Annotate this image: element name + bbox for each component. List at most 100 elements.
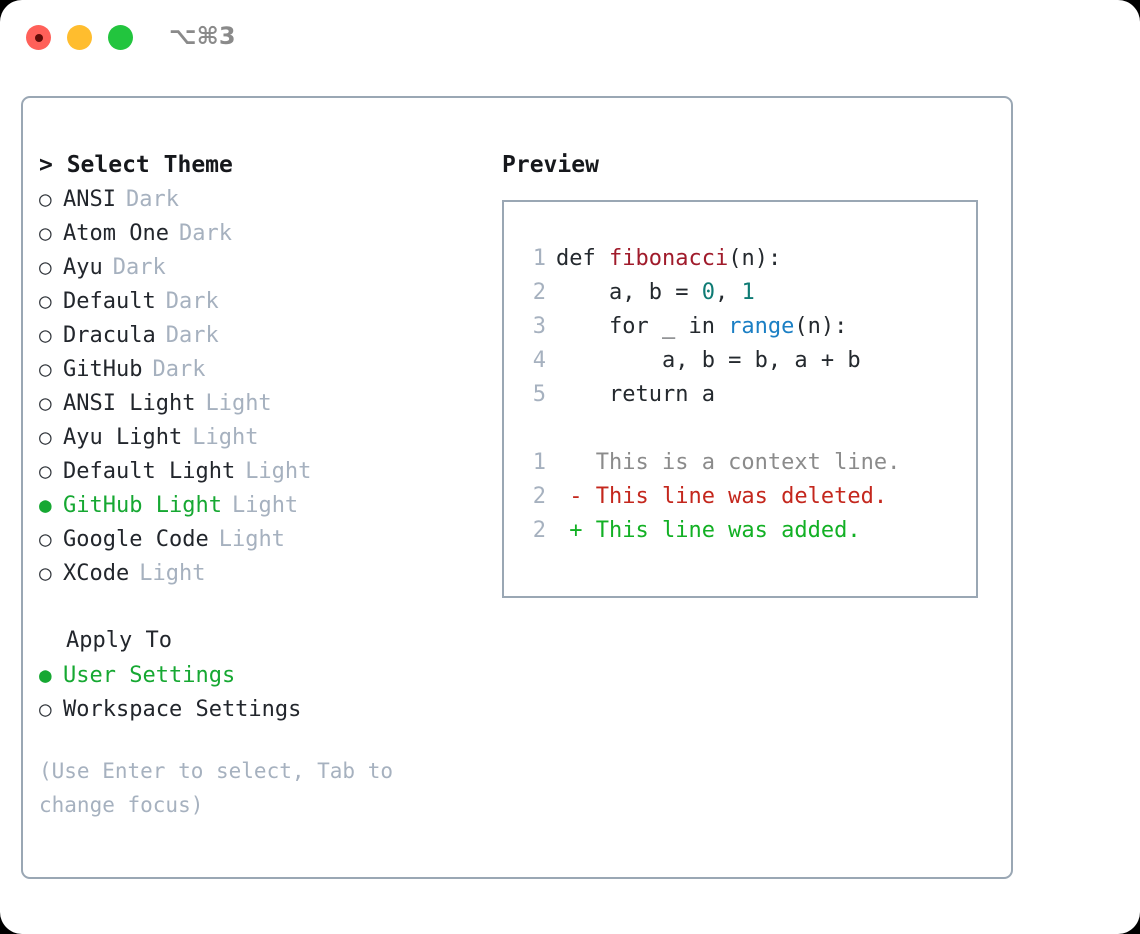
code-token: a, b = b, a + b [556,348,861,373]
radio-unselected-icon[interactable]: ○ [39,289,52,313]
code-line: 2 - This line was deleted. [518,480,900,514]
code-line-text: a, b = b, a + b [556,344,861,378]
theme-option-variant: Light [139,561,206,586]
theme-option-variant: Dark [125,187,179,212]
code-line: 2 a, b = 0, 1 [518,276,900,310]
section-spacer [39,590,499,624]
code-token: - This line was deleted. [556,484,888,509]
theme-option-name: ANSI Light [63,391,196,416]
theme-option-name: Default [63,289,156,314]
code-line: 2 + This line was added. [518,514,900,548]
code-line: 5 return a [518,378,900,412]
radio-unselected-icon[interactable]: ○ [39,527,52,551]
theme-option-variant: Dark [152,357,206,382]
code-line-text: return a [556,378,715,412]
theme-option-name: GitHub [63,357,143,382]
line-number: 5 [532,382,546,407]
keyboard-shortcut-label: ⌥⌘3 [169,22,236,50]
theme-option-variant: Dark [165,323,219,348]
code-line: 4 a, b = b, a + b [518,344,900,378]
close-button[interactable] [26,25,51,50]
theme-option-name: Google Code [63,527,209,552]
window-titlebar: ⌥⌘3 [0,0,1140,78]
code-line: 1 This is a context line. [518,446,901,480]
code-line-text: a, b = 0, 1 [556,276,755,310]
code-token: def [556,246,609,271]
code-line-text [556,412,569,446]
code-token: + This line was added. [556,518,861,543]
code-token: 1 [741,280,755,305]
line-number: 3 [532,314,546,339]
theme-option[interactable]: ● GitHub Light Light [39,488,499,522]
radio-unselected-icon[interactable]: ○ [39,561,52,585]
apply-to-option[interactable]: ●User Settings [39,658,499,692]
theme-option-name: Atom One [63,221,169,246]
theme-option-name: Ayu [63,255,103,280]
radio-unselected-icon[interactable]: ○ [39,255,52,279]
apply-to-option[interactable]: ○ Workspace Settings [39,692,499,726]
apply-to-option-name: Workspace Settings [63,697,302,722]
theme-option-name: GitHub Light [63,493,222,518]
radio-unselected-icon[interactable]: ○ [39,391,52,415]
radio-unselected-icon[interactable]: ○ [39,221,52,245]
code-line: 3 for _ in range(n): [518,310,900,344]
code-line: 1 def fibonacci(n): [518,242,900,276]
radio-selected-icon[interactable]: ● [39,493,52,517]
radio-unselected-icon[interactable]: ○ [39,357,52,381]
theme-option-name: Dracula [63,323,156,348]
code-token: range [728,314,795,339]
radio-unselected-icon[interactable]: ○ [39,187,52,211]
minimize-button[interactable] [67,25,92,50]
theme-option[interactable]: ○ Ayu Dark [39,250,499,284]
code-token: This is a context line. [556,450,901,475]
radio-unselected-icon[interactable]: ○ [39,697,52,721]
line-number: 4 [532,348,546,373]
code-line-text: This is a context line. [556,446,901,480]
window-controls [26,25,133,50]
radio-selected-icon[interactable]: ● [39,663,52,687]
theme-option[interactable]: ○ Default Light Light [39,454,499,488]
theme-option-name: Ayu Light [63,425,183,450]
code-token: (n): [728,246,782,271]
theme-option[interactable]: ○ Dracula Dark [39,318,499,352]
theme-option-variant: Light [245,459,312,484]
radio-unselected-icon[interactable]: ○ [39,459,52,483]
theme-option[interactable]: ○ ANSI Light Light [39,386,499,420]
theme-option-variant: Light [231,493,299,518]
code-token [556,416,569,441]
code-token: a, b = [556,280,702,305]
theme-option-variant: Light [205,391,272,416]
theme-option-name: Default Light [63,459,236,484]
maximize-button[interactable] [108,25,133,50]
theme-option[interactable]: ○ Ayu Light Light [39,420,499,454]
theme-option-variant: Dark [112,255,166,280]
line-number: 1 [532,450,546,475]
code-line-text: for _ in range(n): [556,310,847,344]
line-number: 2 [532,280,546,305]
code-line-text: - This line was deleted. [556,480,887,514]
keyboard-hint-text: (Use Enter to select, Tab to change focu… [39,759,406,817]
code-token: , [714,280,742,305]
code-token: fibonacci [608,246,729,271]
theme-option[interactable]: ○ GitHub Dark [39,352,499,386]
line-number: 1 [532,246,546,271]
radio-unselected-icon[interactable]: ○ [39,425,52,449]
code-token: 0 [701,280,715,305]
code-token: for _ in [556,314,729,339]
theme-option-variant: Light [192,425,259,450]
code-line-text: def fibonacci(n): [556,242,781,276]
radio-unselected-icon[interactable]: ○ [39,323,52,347]
apply-to-list[interactable]: ●User Settings ○ Workspace Settings [39,658,499,726]
